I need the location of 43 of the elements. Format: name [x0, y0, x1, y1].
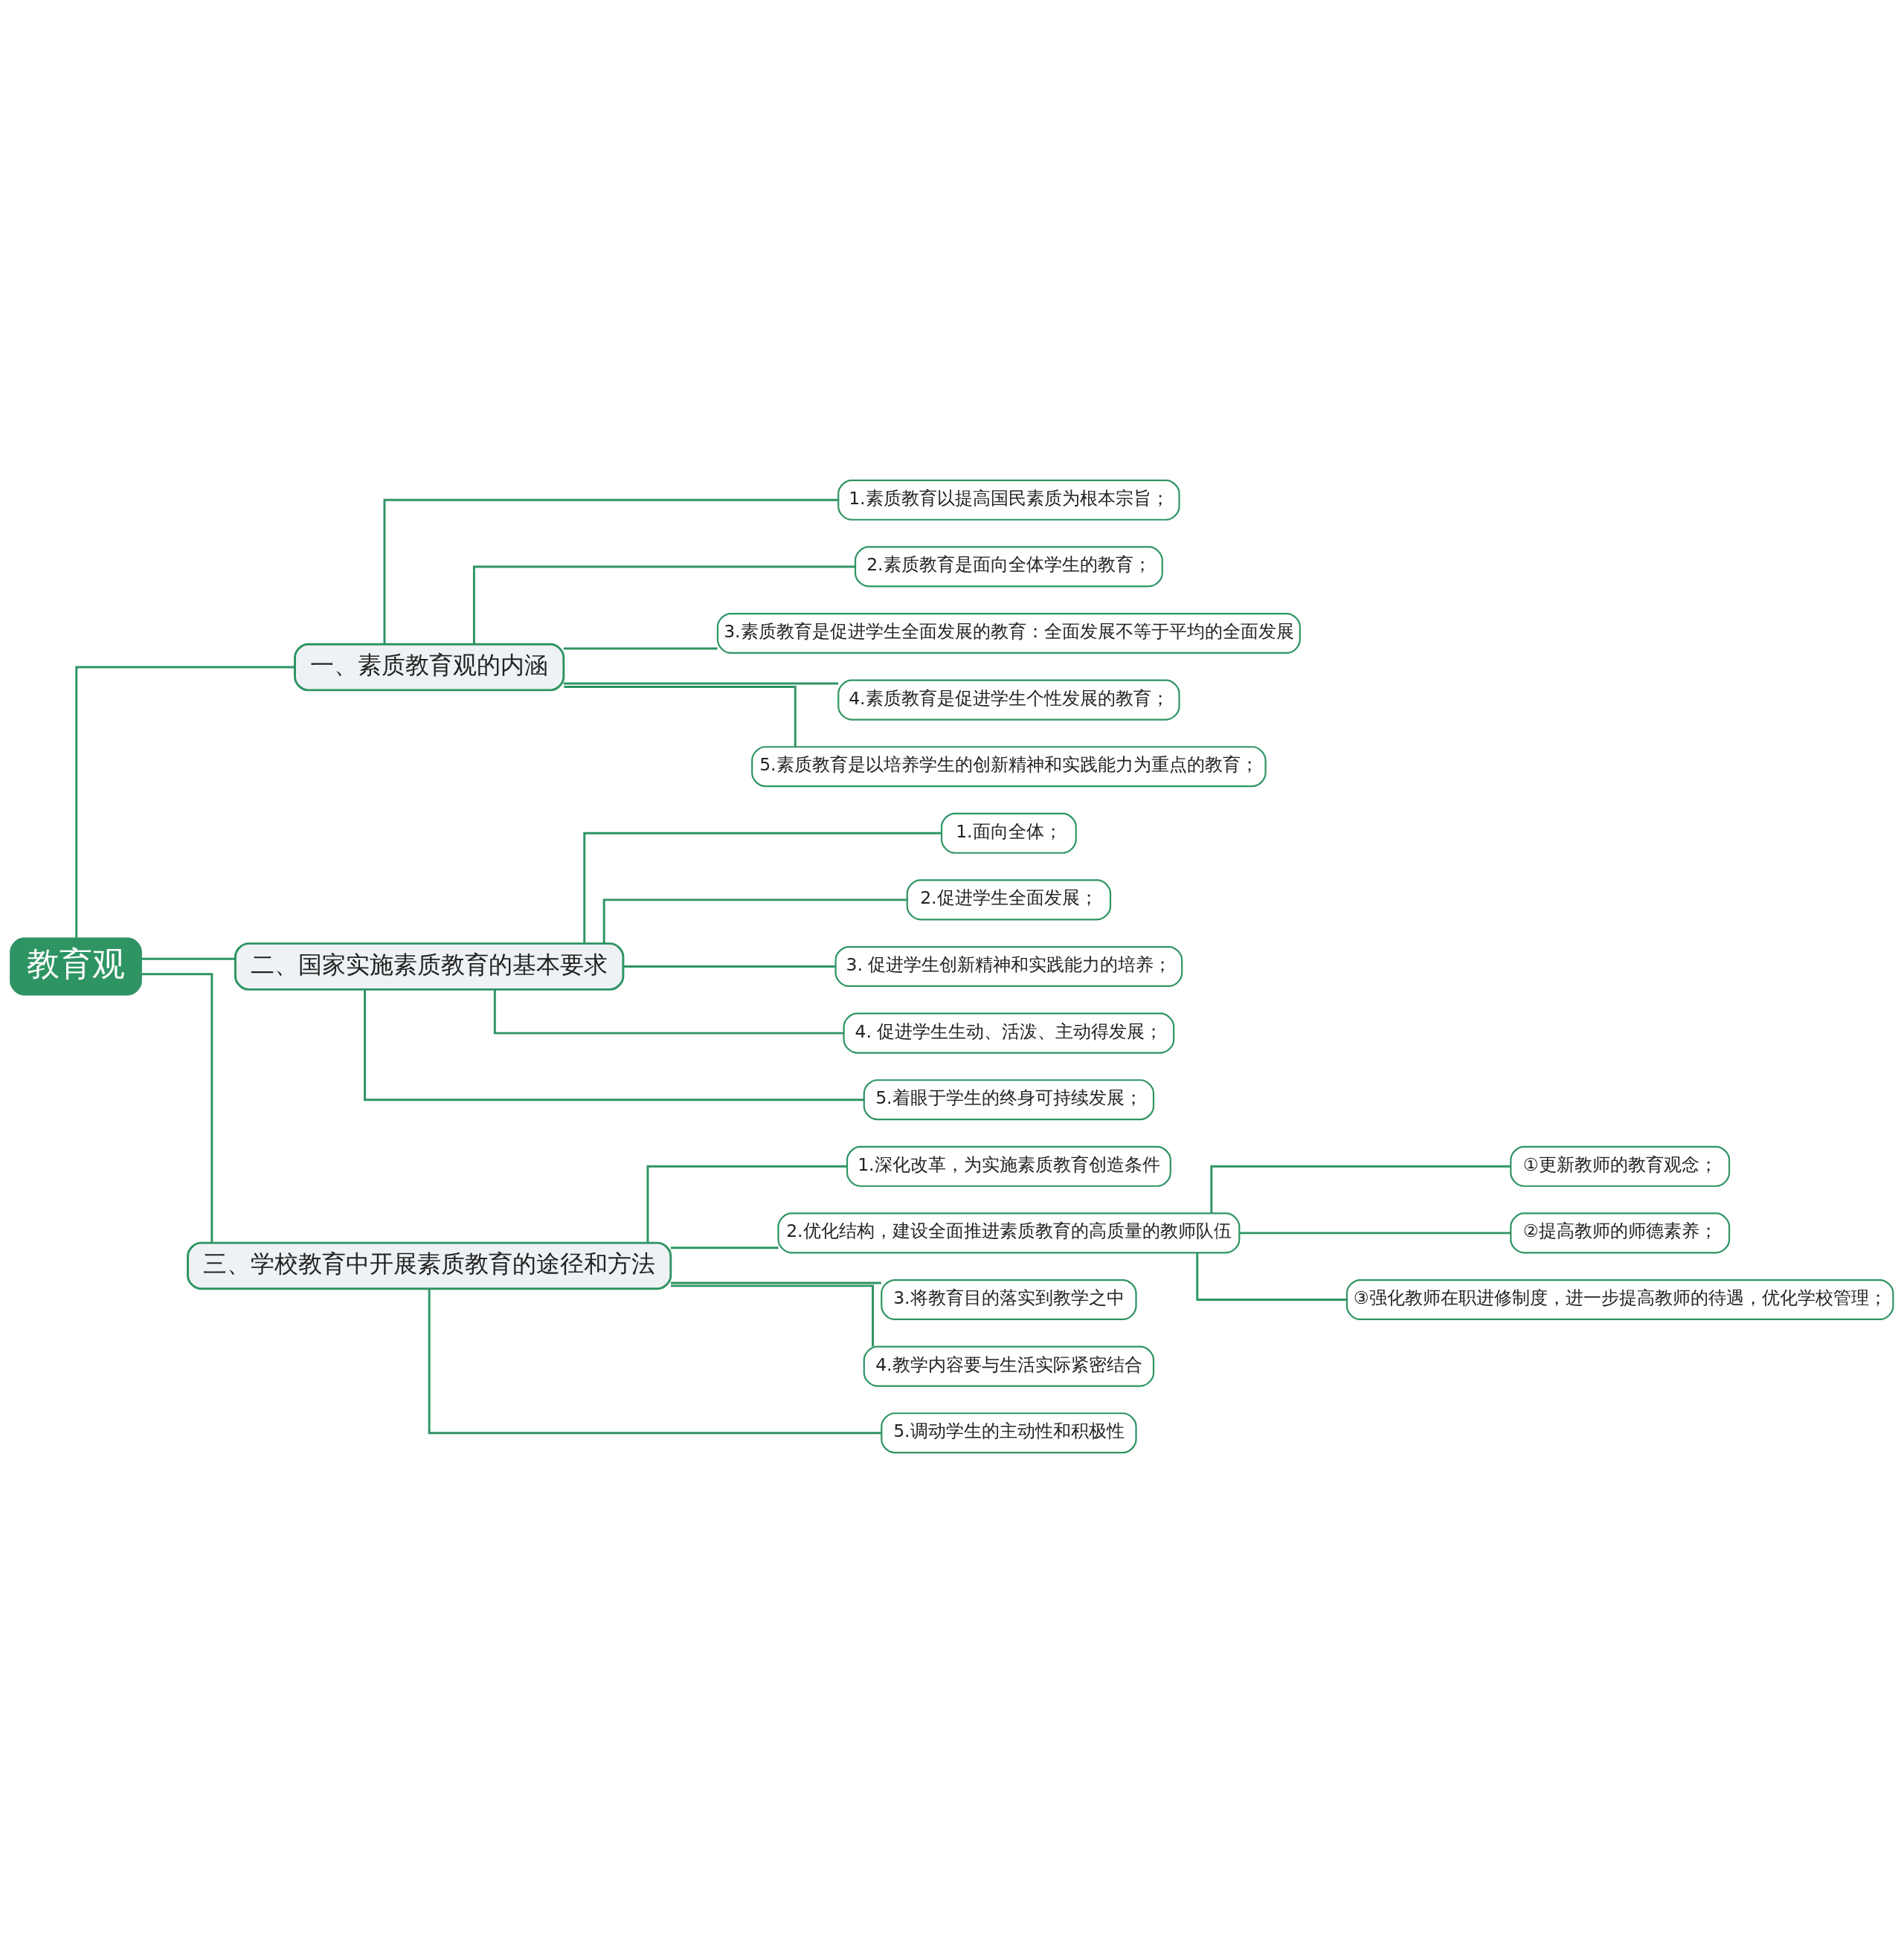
node-box: 二、国家实施素质教育的基本要求 [234, 942, 625, 991]
node-box: 3. 促进学生创新精神和实践能力的培养； [834, 945, 1183, 988]
node-box: 1.素质教育以提高国民素质为根本宗旨； [837, 479, 1180, 521]
connector [383, 498, 838, 644]
node-box: ②提高教师的师德素养； [1510, 1212, 1731, 1254]
node-box: 4. 促进学生生动、活泼、主动得发展； [843, 1012, 1175, 1054]
connector [493, 989, 844, 1035]
connector [646, 1165, 847, 1243]
connector [671, 1247, 779, 1249]
node-box: 2.促进学生全面发展； [906, 879, 1112, 921]
node-box: 3.将教育目的落实到教学之中 [881, 1279, 1137, 1321]
node-box: 5.素质教育是以培养学生的创新精神和实践能力为重点的教育； [751, 746, 1267, 788]
connector [1196, 1252, 1347, 1301]
node-box: 三、学校教育中开展素质教育的途径和方法 [187, 1241, 672, 1290]
node-box: 3.素质教育是促进学生全面发展的教育：全面发展不等于平均的全面发展 [716, 612, 1301, 654]
node-box: 2.素质教育是面向全体学生的教育； [854, 546, 1163, 588]
connector [670, 1284, 874, 1347]
node-box: 教育观 [10, 937, 142, 996]
connector [75, 666, 295, 939]
connector [623, 965, 836, 968]
connector [428, 1289, 881, 1435]
node-box: 一、素质教育观的内涵 [294, 643, 565, 692]
connector [141, 957, 236, 960]
connector [602, 898, 907, 944]
connector [563, 682, 838, 685]
node-box: 2.优化结构，建设全面推进素质教育的高质量的教师队伍 [777, 1212, 1241, 1254]
connector [1210, 1165, 1511, 1213]
connector [1239, 1232, 1511, 1235]
node-box: 1.深化改革，为实施素质教育创造条件 [846, 1145, 1171, 1187]
node-box: 5.着眼于学生的终身可持续发展； [863, 1079, 1155, 1121]
connector [583, 832, 942, 944]
connector [141, 973, 213, 1243]
node-box: 5.调动学生的主动性和积极性 [881, 1412, 1137, 1454]
connector [472, 565, 855, 644]
node-box: ③强化教师在职进修制度，进一步提高教师的待遇，优化学校管理； [1345, 1279, 1894, 1321]
node-box: 4.素质教育是促进学生个性发展的教育； [837, 679, 1180, 721]
connector [564, 686, 797, 747]
node-box: 1.面向全体； [940, 812, 1077, 854]
connector [671, 1281, 881, 1284]
node-box: ①更新教师的教育观念； [1510, 1145, 1731, 1187]
connector [563, 647, 718, 650]
node-box: 4.教学内容要与生活实际紧密结合 [863, 1345, 1155, 1387]
connector [364, 989, 864, 1101]
